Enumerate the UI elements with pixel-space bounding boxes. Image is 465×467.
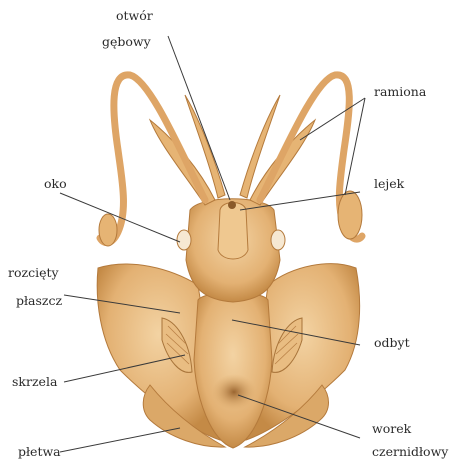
label-mantle-line2: płaszcz: [16, 293, 62, 308]
label-mantle-line1: rozcięty: [8, 265, 59, 280]
label-eye: oko: [44, 176, 67, 191]
label-fin: płetwa: [18, 444, 61, 459]
tentacle-club-left: [99, 214, 117, 246]
arm-right-center: [250, 120, 315, 205]
eye-left: [177, 230, 191, 250]
arm-left-center: [150, 120, 215, 205]
label-funnel: lejek: [374, 176, 404, 191]
funnel: [218, 203, 248, 260]
label-gills: skrzela: [12, 374, 57, 389]
ink-sac: [212, 374, 256, 410]
mouth: [228, 201, 236, 209]
label-ink-line2: czernidłowy: [372, 444, 448, 459]
label-mouth-line1: otwór: [116, 8, 153, 23]
label-mouth-line2: gębowy: [102, 34, 151, 49]
leader-fin: [60, 428, 180, 452]
label-anus: odbyt: [374, 335, 410, 350]
label-ink-line1: worek: [372, 421, 411, 436]
tentacle-club-right: [338, 191, 362, 239]
label-arms: ramiona: [374, 84, 426, 99]
eye-right: [271, 230, 285, 250]
